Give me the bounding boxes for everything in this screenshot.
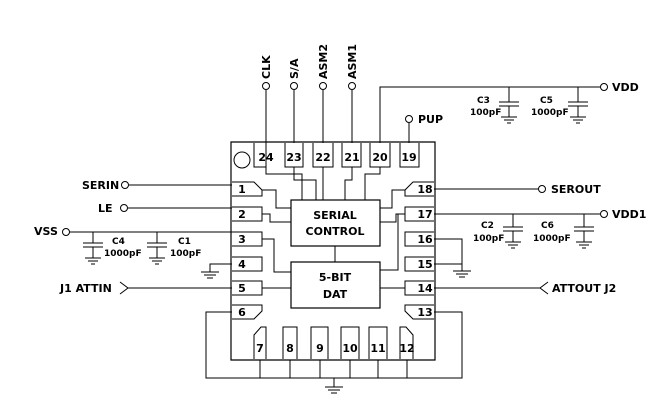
pin-20: 20: [372, 151, 388, 164]
serial-control-block: [290, 199, 381, 247]
package-outline: [230, 141, 436, 361]
c5-name: C5: [540, 96, 553, 106]
pin-16: 16: [417, 233, 433, 246]
pin-14: 14: [417, 282, 433, 295]
pin-1: 1: [238, 183, 246, 196]
dat-label-1: 5-BIT: [319, 271, 352, 284]
serin-terminal: [121, 181, 129, 189]
attin-arrow: [119, 281, 129, 295]
serial-control-label-1: SERIAL: [313, 209, 357, 222]
asm1-terminal: [348, 82, 356, 90]
pin-10: 10: [342, 342, 358, 355]
serin-label: SERIN: [82, 179, 119, 192]
clk-terminal: [262, 82, 270, 90]
j1-attin-label: J1 ATTIN: [59, 282, 112, 295]
pin-5: 5: [238, 282, 246, 295]
vdd1-label: VDD1: [612, 208, 646, 221]
cap-c3: C3 100pF: [470, 87, 519, 124]
pin-12: 12: [399, 342, 414, 355]
c2-name: C2: [481, 221, 494, 231]
asm1-label: ASM1: [346, 44, 359, 79]
c3-value: 100pF: [470, 108, 501, 118]
dat-block: [290, 261, 381, 309]
c5-value: 1000pF: [531, 108, 569, 118]
cap-c4: C4 1000pF: [83, 232, 142, 265]
sa-terminal: [290, 82, 298, 90]
c2-value: 100pF: [473, 234, 504, 244]
pin-9: 9: [316, 342, 324, 355]
pin-24: 24: [258, 151, 274, 164]
c1-name: C1: [178, 237, 191, 247]
pin-15: 15: [417, 258, 432, 271]
asm2-label: ASM2: [317, 44, 330, 79]
pin-23: 23: [286, 151, 301, 164]
pin-8: 8: [286, 342, 294, 355]
pin-3: 3: [238, 233, 246, 246]
pin-7: 7: [256, 342, 264, 355]
pup-terminal: [405, 115, 413, 123]
vdd1-terminal: [600, 210, 608, 218]
vdd-terminal: [600, 83, 608, 91]
c6-name: C6: [541, 221, 554, 231]
vss-label: VSS: [34, 225, 58, 238]
pin-4: 4: [238, 258, 246, 271]
attout-j2-label: ATTOUT J2: [552, 282, 616, 295]
c6-value: 1000pF: [533, 234, 571, 244]
right-signals: SEROUT VDD1 ATTOUT J2: [434, 183, 646, 295]
pin-21: 21: [344, 151, 359, 164]
pin-17: 17: [417, 208, 432, 221]
pin-18: 18: [417, 183, 432, 196]
le-label: LE: [98, 202, 113, 215]
pin-19: 19: [401, 151, 416, 164]
pin-11: 11: [370, 342, 385, 355]
serout-label: SEROUT: [551, 183, 601, 196]
pin-13: 13: [417, 306, 432, 319]
cap-c2: C2 100pF: [473, 214, 523, 249]
top-signals: CLK S/A ASM2 ASM1 VDD PUP: [260, 44, 639, 143]
c4-name: C4: [112, 237, 125, 247]
top-pins: 24 23 22 21 20 19: [253, 143, 420, 168]
internal-wiring: [262, 167, 405, 289]
attout-arrow: [539, 281, 549, 295]
left-signals: SERIN LE VSS J1 ATTIN: [34, 179, 232, 295]
serout-terminal: [538, 185, 546, 193]
pin-2: 2: [238, 208, 246, 221]
bottom-pins: 7 8 9 10 11 12: [253, 326, 415, 359]
c1-value: 100pF: [170, 249, 201, 259]
asm2-terminal: [319, 82, 327, 90]
pup-label: PUP: [418, 113, 443, 126]
pin-6: 6: [238, 306, 246, 319]
cap-c1: C1 100pF: [147, 232, 201, 265]
pin-22: 22: [315, 151, 330, 164]
le-terminal: [120, 204, 128, 212]
vdd-label: VDD: [612, 81, 639, 94]
pin1-marker: [233, 151, 251, 169]
vss-terminal: [62, 228, 70, 236]
serial-control-label-2: CONTROL: [306, 225, 365, 238]
c3-name: C3: [477, 96, 490, 106]
ground-bus: [205, 311, 463, 394]
cap-c5: C5 1000pF: [531, 87, 588, 124]
c4-value: 1000pF: [104, 249, 142, 259]
dat-label-2: DAT: [323, 288, 348, 301]
clk-label: CLK: [260, 55, 273, 79]
left-pins: 1 2 3 4 5 6: [232, 181, 263, 320]
cap-c6: C6 1000pF: [533, 214, 594, 249]
sa-label: S/A: [288, 58, 301, 79]
